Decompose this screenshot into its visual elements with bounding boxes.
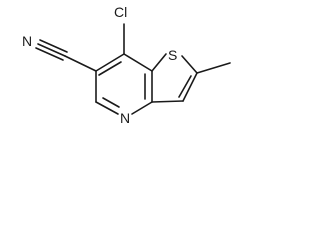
bond-nitrile-2 xyxy=(39,39,68,53)
atom-label-cl: Cl xyxy=(114,4,127,20)
bond-s-c2 xyxy=(181,55,198,74)
bond-nitrile-1 xyxy=(37,43,66,57)
bond-c7-c6-inner xyxy=(98,61,122,76)
atom-label-n-nitrile: N xyxy=(22,33,32,49)
bond-c6-cn xyxy=(64,55,97,72)
bond-c5-n4-inner xyxy=(102,97,120,108)
atom-labels: Cl S N N xyxy=(22,4,177,126)
bond-c7a-s xyxy=(151,53,167,72)
atom-label-n-pyridine: N xyxy=(120,110,130,126)
bond-c2-methyl xyxy=(196,62,231,74)
atom-label-s: S xyxy=(168,47,177,63)
bond-c3-c3a xyxy=(151,100,184,103)
bond-n4-c3a xyxy=(131,101,153,115)
bond-c7a-c7 xyxy=(123,53,153,72)
bond-nitrile-3 xyxy=(35,47,64,61)
bond-c2-c3-inner xyxy=(178,75,192,98)
bond-c7-c6 xyxy=(95,53,125,72)
bond-c2-c3 xyxy=(182,72,198,102)
bonds xyxy=(35,23,231,115)
bond-c5-n4 xyxy=(95,101,119,115)
molecule-diagram: Cl S N N xyxy=(22,4,231,126)
